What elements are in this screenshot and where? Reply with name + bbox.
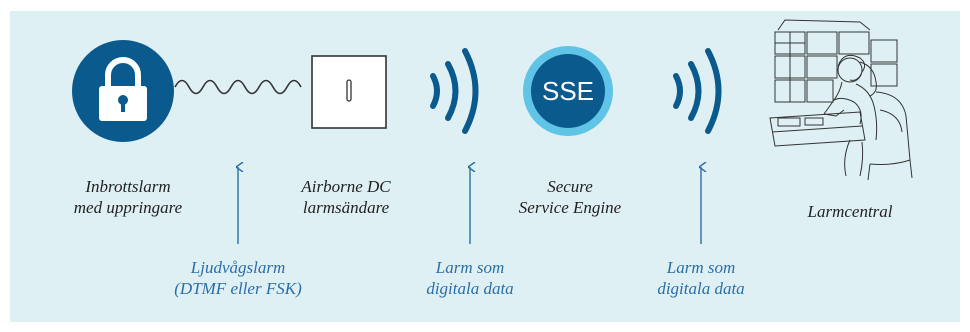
label-central: Larmcentral — [807, 202, 893, 221]
sse-badge — [523, 46, 613, 136]
radio-waves-icon — [673, 48, 722, 134]
radio-waves-icon — [430, 48, 479, 134]
diagram-background — [10, 11, 960, 322]
phone-line-wave — [174, 79, 302, 95]
transmitter-box-icon — [311, 55, 387, 129]
sse-badge-text: SSE — [541, 76, 595, 106]
label-tone-alarm: Ljudvågslarm(DTMF eller FSK) — [174, 258, 302, 298]
padlock-icon — [72, 40, 174, 142]
operator-illustration — [769, 19, 913, 181]
